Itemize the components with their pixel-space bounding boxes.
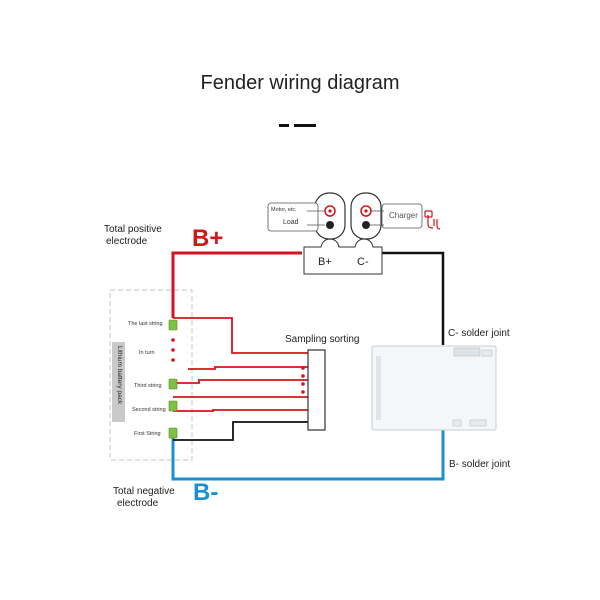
string-first-label: First String xyxy=(134,431,161,437)
load-label: Load xyxy=(283,219,299,226)
total-positive-label: Total positive electrode xyxy=(104,224,162,248)
terminal-block xyxy=(303,238,383,275)
cell-connector-last xyxy=(168,319,178,331)
battery-pack-label-box: Lithium battery pack xyxy=(112,342,125,422)
cell-connector-first xyxy=(168,427,178,439)
charger-label: Charger xyxy=(389,211,418,220)
b-minus-big-label: B- xyxy=(193,479,219,506)
diagram-title: Fender wiring diagram xyxy=(200,72,400,94)
charger-box xyxy=(381,203,423,229)
string-in-turn-label: In turn xyxy=(139,350,155,356)
total-negative-label: Total negative electrode xyxy=(113,486,175,510)
total-positive-line2: electrode xyxy=(106,236,148,247)
wire-negative-sample xyxy=(173,421,309,441)
motor-label: Motor, etc. xyxy=(271,207,297,213)
battery-pack-label: Lithium battery pack xyxy=(116,346,123,405)
battery-pack-outline xyxy=(109,289,193,461)
string-third-label: Third string xyxy=(134,383,162,389)
b-plus-big-label: B+ xyxy=(192,225,224,252)
negative-main-wire xyxy=(171,428,445,481)
sampling-sorting-label: Sampling sorting xyxy=(285,334,360,345)
wire-in-turn xyxy=(188,366,309,370)
load-box xyxy=(267,202,319,232)
b-plus-terminal-label: B+ xyxy=(318,256,332,268)
cell-connector-third xyxy=(168,378,178,390)
plug-icon xyxy=(424,210,441,230)
cell-connector-second xyxy=(168,400,178,412)
positive-main-wire xyxy=(171,251,302,318)
title-divider-long xyxy=(294,124,316,127)
total-negative-line1: Total negative xyxy=(113,486,175,497)
total-positive-line1: Total positive xyxy=(104,224,162,235)
total-negative-line2: electrode xyxy=(117,498,159,509)
wire-first-string xyxy=(173,409,309,412)
title-divider-short xyxy=(279,124,289,127)
bms-board xyxy=(371,345,497,431)
wire-last-string xyxy=(173,317,309,354)
c-minus-terminal-label: C- xyxy=(357,256,369,268)
c-minus-wire xyxy=(381,251,445,345)
wire-third-string xyxy=(173,379,309,384)
string-last-label: The last string xyxy=(128,321,163,327)
b-minus-joint-label: B- solder joint xyxy=(449,459,511,470)
string-second-label: Second string xyxy=(132,407,166,413)
c-minus-joint-label: C- solder joint xyxy=(448,328,510,339)
sampling-connector xyxy=(307,349,326,431)
